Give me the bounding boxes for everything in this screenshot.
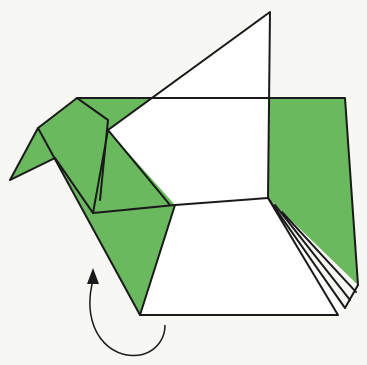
rotate-arrow-head-icon: [87, 268, 99, 284]
